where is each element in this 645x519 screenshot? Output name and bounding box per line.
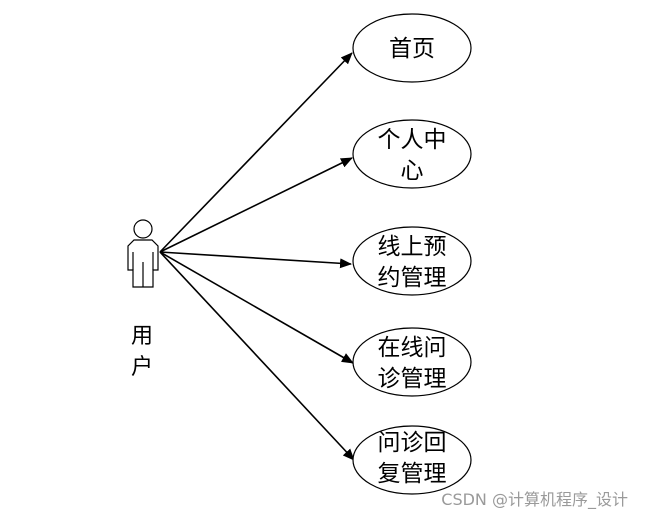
association-arrow-consult-reply bbox=[159, 251, 355, 461]
use-case-label-line-1: 问诊回 bbox=[378, 430, 447, 456]
association-arrow-online-booking bbox=[159, 251, 352, 269]
csdn-watermark: CSDN @计算机程序_设计 bbox=[441, 490, 628, 510]
use-case-ellipse bbox=[352, 226, 472, 296]
use-case-online-consult: 在线问 诊管理 bbox=[352, 327, 472, 397]
use-case-online-booking: 线上预 约管理 bbox=[352, 226, 472, 296]
use-case-ellipse bbox=[352, 327, 472, 397]
actor-label-line-2: 户 bbox=[131, 355, 153, 380]
association-arrow-home bbox=[159, 52, 353, 253]
use-case-label-line-2: 心 bbox=[401, 158, 424, 184]
association-arrow-personal-center bbox=[159, 157, 353, 253]
use-case-label-line-2: 约管理 bbox=[378, 265, 447, 291]
actor-label-line-1: 用 bbox=[131, 324, 153, 349]
use-case-personal-center: 个人中 心 bbox=[352, 119, 472, 189]
actor-figure bbox=[127, 219, 159, 288]
use-case-label-line-2: 复管理 bbox=[378, 461, 447, 487]
use-case-ellipse bbox=[352, 425, 472, 495]
use-case-ellipse bbox=[352, 13, 472, 83]
associations bbox=[159, 52, 355, 461]
use-case-consult-reply: 问诊回 复管理 bbox=[352, 425, 472, 495]
use-case-label-line-1: 在线问 bbox=[378, 335, 447, 361]
association-arrow-online-consult bbox=[159, 251, 354, 364]
use-case-label-line-1: 线上预 bbox=[378, 234, 447, 260]
use-case-ellipse bbox=[352, 119, 472, 189]
actor-body bbox=[127, 239, 159, 288]
actor-head bbox=[133, 219, 153, 239]
use-case-label: 首页 bbox=[389, 36, 435, 62]
use-case-label-line-1: 个人中 bbox=[378, 127, 447, 153]
use-case-label-line-2: 诊管理 bbox=[378, 366, 447, 392]
use-case-home: 首页 bbox=[352, 13, 472, 83]
